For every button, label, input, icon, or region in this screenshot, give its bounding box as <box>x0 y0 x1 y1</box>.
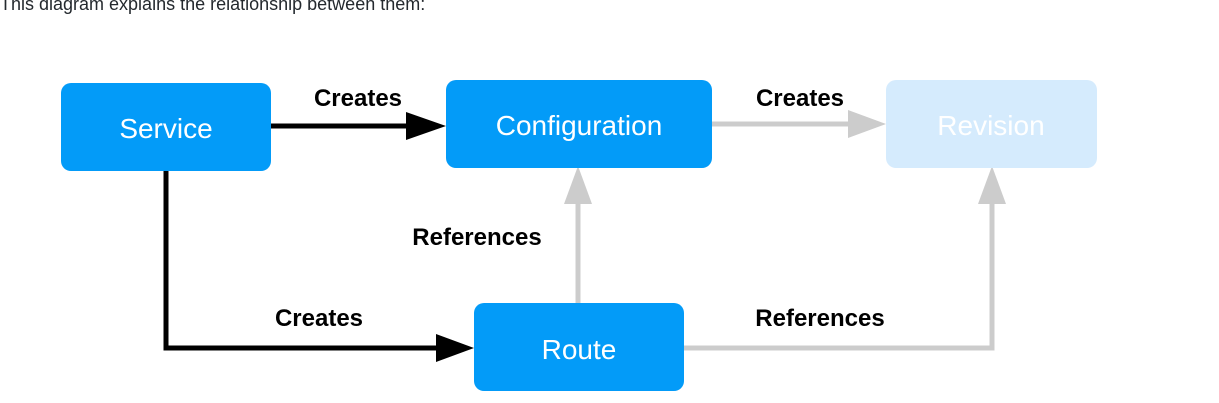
node-configuration: Configuration <box>446 80 712 168</box>
node-revision-label: Revision <box>937 110 1044 141</box>
edge-configuration-revision <box>712 110 886 138</box>
node-revision: Revision <box>886 80 1097 168</box>
node-service: Service <box>61 83 271 171</box>
edge-label-service-configuration: Creates <box>314 85 402 112</box>
node-configuration-label: Configuration <box>496 110 663 141</box>
edge-label-configuration-revision: Creates <box>756 85 844 112</box>
edge-label-route-configuration: References <box>412 224 541 251</box>
edge-service-configuration <box>271 112 446 140</box>
node-route: Route <box>474 303 684 391</box>
edge-service-route <box>163 171 474 362</box>
node-service-label: Service <box>119 113 212 144</box>
intro-text: This diagram explains the relationship b… <box>0 0 426 14</box>
edge-route-revision <box>684 166 1006 351</box>
edge-label-route-revision: References <box>755 305 884 332</box>
node-route-label: Route <box>542 334 617 365</box>
edge-route-configuration <box>564 166 592 303</box>
edge-label-service-route: Creates <box>275 305 363 332</box>
